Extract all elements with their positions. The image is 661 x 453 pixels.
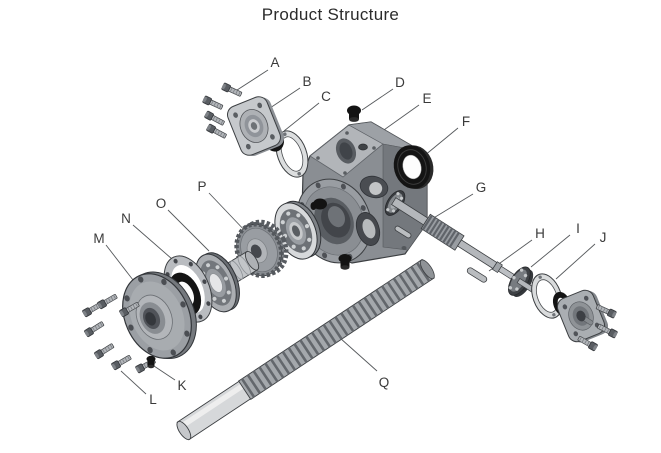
part-label-k: K bbox=[177, 378, 186, 393]
housing-vent-plug bbox=[358, 143, 368, 151]
housing-face-plug bbox=[310, 198, 327, 210]
leader-line-i bbox=[530, 234, 571, 268]
part-label-j: J bbox=[600, 230, 607, 245]
part-label-q: Q bbox=[379, 375, 390, 390]
shaft-rear-bearing bbox=[508, 266, 535, 297]
figure-title: Product Structure bbox=[261, 5, 400, 24]
leader-line-d bbox=[361, 88, 394, 111]
lead-screw bbox=[176, 258, 435, 441]
part-label-b: B bbox=[302, 74, 311, 89]
part-label-o: O bbox=[156, 196, 167, 211]
leader-line-n bbox=[132, 224, 173, 260]
part-label-e: E bbox=[422, 91, 431, 106]
top-plug bbox=[347, 105, 361, 122]
leader-line-p bbox=[208, 192, 249, 235]
part-label-l: L bbox=[149, 392, 157, 407]
output-hub-flange bbox=[122, 271, 197, 360]
part-label-g: G bbox=[476, 180, 487, 195]
worm-shaft bbox=[390, 197, 535, 297]
leader-line-o bbox=[167, 209, 210, 252]
leader-line-c bbox=[283, 102, 320, 132]
part-label-a: A bbox=[270, 55, 279, 70]
housing-bottom-plug bbox=[338, 254, 352, 270]
part-label-m: M bbox=[93, 231, 104, 246]
part-label-f: F bbox=[462, 114, 470, 129]
bearing-cover bbox=[227, 96, 285, 156]
leader-lines bbox=[105, 69, 596, 395]
part-labels: A B C D E F G H I J K L M N O P Q bbox=[93, 55, 606, 407]
leader-line-q bbox=[339, 337, 378, 372]
rear-cover bbox=[556, 289, 609, 343]
leader-line-j bbox=[555, 243, 596, 280]
shaft-key bbox=[466, 267, 488, 283]
part-label-p: P bbox=[197, 179, 206, 194]
leader-line-f bbox=[423, 127, 459, 157]
shaft-key-small bbox=[394, 225, 412, 239]
part-label-h: H bbox=[535, 226, 545, 241]
cover-gasket bbox=[275, 130, 309, 178]
part-label-n: N bbox=[121, 211, 131, 226]
part-label-i: I bbox=[576, 221, 580, 236]
part-label-d: D bbox=[395, 75, 405, 90]
part-label-c: C bbox=[321, 89, 331, 104]
leader-line-l bbox=[120, 370, 147, 395]
wheel-inner-bearing bbox=[274, 200, 322, 260]
small-plug bbox=[146, 355, 156, 369]
oil-seal-ring bbox=[393, 145, 434, 189]
leader-line-a bbox=[233, 69, 269, 93]
leader-line-k bbox=[153, 365, 176, 381]
